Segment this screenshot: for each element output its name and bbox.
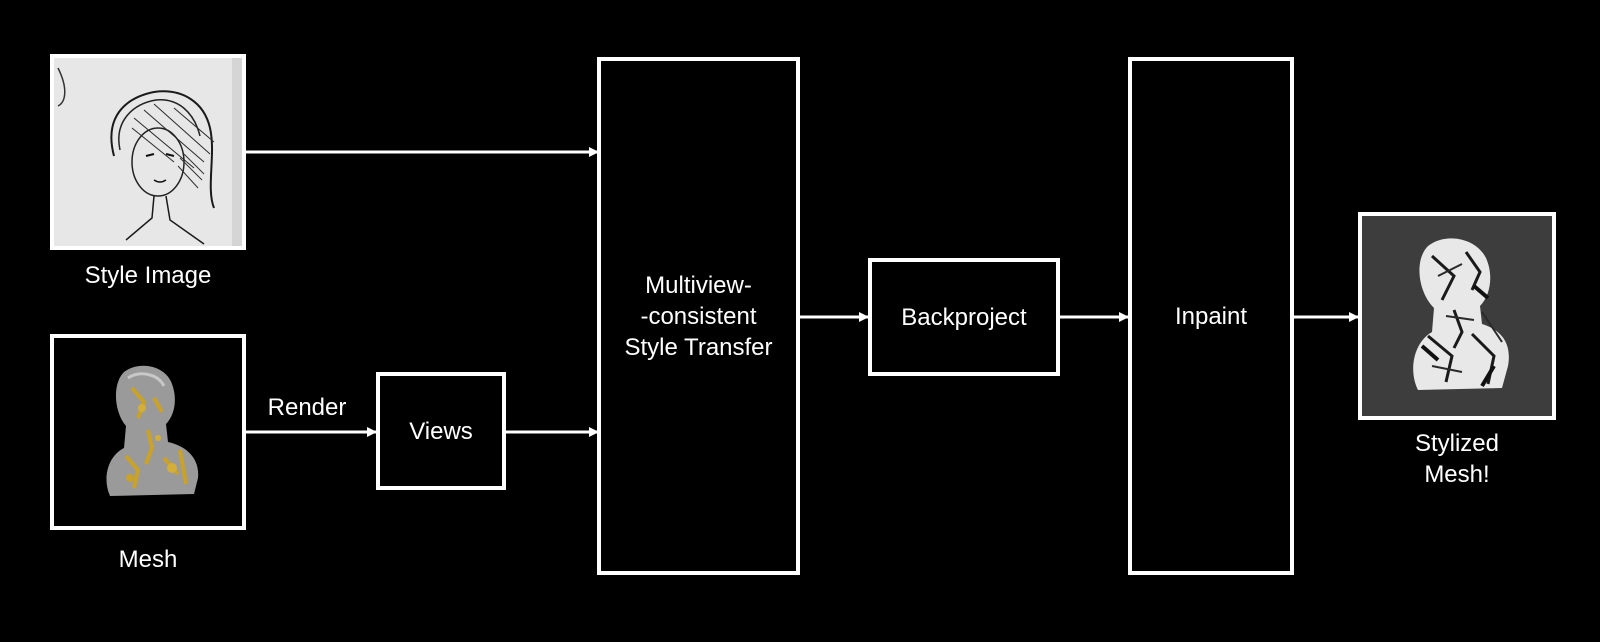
stylized-mesh-label: Stylized Mesh!	[1414, 430, 1500, 488]
style-transfer-node: Multiview- -consistent Style Transfer	[597, 57, 800, 575]
gold-veined-bust-icon	[54, 338, 242, 526]
pencil-sketch-portrait-icon	[54, 58, 242, 246]
backproject-node: Backproject	[868, 258, 1060, 376]
render-label: Render	[267, 394, 347, 421]
views-node: Views	[376, 372, 506, 490]
stylized-mesh-thumbnail	[1358, 212, 1556, 420]
mesh-thumbnail	[50, 334, 246, 530]
style-image-thumbnail	[50, 54, 246, 250]
mesh-label: Mesh	[118, 546, 178, 573]
stylized-marble-bust-icon	[1362, 216, 1552, 416]
inpaint-node: Inpaint	[1128, 57, 1294, 575]
style-image-label: Style Image	[84, 262, 212, 289]
